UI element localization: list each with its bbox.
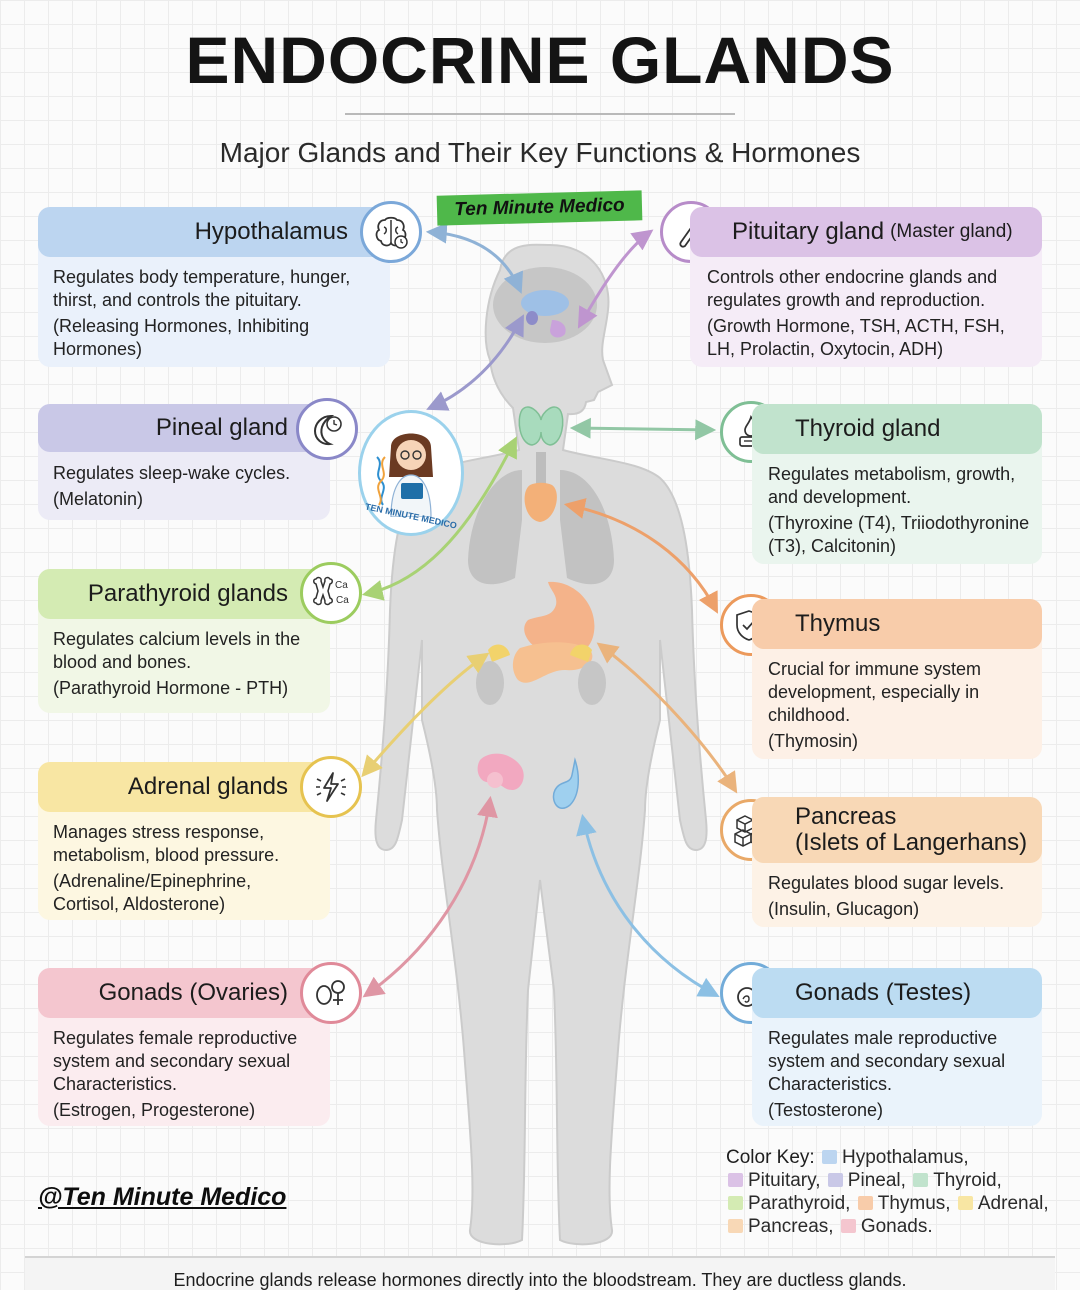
gland-function: Regulates sleep-wake cycles. [53,463,291,483]
color-swatch [827,1173,843,1187]
card-header: Pituitary gland(Master gland) [690,207,1042,257]
color-swatch [840,1219,856,1233]
page-subtitle: Major Glands and Their Key Functions & H… [219,137,861,168]
gland-name: Thyroid gland [795,415,941,442]
card-parathyroid: Parathyroid glands Regulates calcium lev… [38,569,330,713]
brand-logo: TEN MINUTE MEDICO [358,410,464,536]
color-swatch [857,1196,873,1210]
color-swatch [728,1196,743,1210]
watermark-handle: @Ten Minute Medico [38,1183,287,1211]
brand-badge: Ten Minute Medico [436,190,643,226]
gland-function: Regulates female reproductive system and… [53,1028,298,1094]
card-adrenal: Adrenal glands Manages stress response, … [38,762,330,920]
card-header: Gonads (Ovaries) [38,968,330,1018]
card-header: Pancreas (Islets of Langerhans) [752,797,1042,863]
gland-function: Regulates calcium levels in the blood an… [53,629,301,672]
page-title: ENDOCRINE GLANDS [185,23,895,97]
card-thymus: Thymus Crucial for immune system develop… [752,599,1042,759]
card-header: Pineal gland [38,404,330,452]
human-silhouette [374,243,708,1246]
gland-hormones: (Releasing Hormones, Inhibiting Hormones… [53,316,310,359]
color-key-item: Pancreas, [726,1216,834,1237]
gland-name: Gonads (Testes) [795,979,972,1006]
gland-hormones: (Thyroxine (T4), Triiodothyronine (T3), … [768,513,1030,556]
gland-function: Regulates male reproductive system and s… [768,1028,1006,1094]
svg-text:Ca: Ca [336,595,349,606]
card-gonads-ovaries: Gonads (Ovaries) Regulates female reprod… [38,968,330,1126]
color-key-item: Parathyroid, [726,1193,850,1214]
gland-hormones: (Estrogen, Progesterone) [53,1100,256,1120]
card-header: Thyroid gland [752,404,1042,454]
color-key-item: Pituitary, [726,1170,821,1191]
color-swatch [821,1150,837,1164]
gland-hormones: (Insulin, Glucagon) [768,899,920,919]
card-hypothalamus: Hypothalamus Regulates body temperature,… [38,207,390,367]
color-swatch [957,1196,973,1210]
card-header: Gonads (Testes) [752,968,1042,1018]
gland-name-line2: (Islets of Langerhans) [795,829,1028,856]
female-symbol-icon [300,962,362,1024]
gland-hormones: (Melatonin) [53,489,144,509]
gland-function: Manages stress response, metabolism, blo… [53,822,280,865]
card-header: Thymus [752,599,1042,649]
gland-hormones: (Thymosin) [768,731,859,751]
gland-name: Pineal gland [155,414,288,441]
card-header: Parathyroid glands [38,569,330,619]
color-key-item: Hypothalamus, [820,1147,969,1168]
gland-name: Thymus [795,610,881,637]
color-swatch [728,1173,743,1187]
gland-name: Hypothalamus [194,218,348,245]
gland-name: Gonads (Ovaries) [98,979,288,1006]
card-header: Hypothalamus [38,207,390,257]
color-key-item: Thymus, [856,1193,951,1214]
color-key-item: Gonads. [839,1216,933,1237]
title-divider [345,113,735,115]
color-key-label: Color Key: [726,1147,815,1168]
gland-hormones: (Adrenaline/Epinephrine, Cortisol, Aldos… [53,871,252,914]
gland-note: (Master gland) [890,221,1013,242]
color-swatch [728,1219,743,1233]
gland-name: Adrenal glands [127,773,288,800]
card-pancreas: Pancreas (Islets of Langerhans) Regulate… [752,797,1042,927]
color-swatch [913,1173,929,1187]
gland-name: Pancreas [795,803,897,830]
color-key-item: Pineal, [826,1170,906,1191]
color-key-item: Adrenal, [956,1193,1049,1214]
gland-name: Parathyroid glands [87,580,288,607]
card-pituitary: Pituitary gland(Master gland) Controls o… [690,207,1042,367]
moon-clock-icon [296,398,358,460]
gland-function: Regulates body temperature, hunger, thir… [53,267,351,310]
gland-hormones: (Growth Hormone, TSH, ACTH, FSH, LH, Pro… [707,316,1005,359]
gland-hormones: (Parathyroid Hormone - PTH) [53,678,289,698]
gland-hormones: (Testosterone) [768,1100,884,1120]
lightning-icon [300,756,362,818]
card-gonads-testes: Gonads (Testes) Regulates male reproduct… [752,968,1042,1126]
footer-note: Endocrine glands release hormones direct… [25,1256,1055,1290]
color-key: Color Key: Hypothalamus, Pituitary, Pine… [726,1146,1056,1238]
gland-function: Controls other endocrine glands and regu… [707,267,998,310]
gland-function: Crucial for immune system development, e… [768,659,982,725]
card-pineal: Pineal gland Regulates sleep-wake cycles… [38,404,330,520]
gland-name: Pituitary gland [732,218,885,245]
card-header: Adrenal glands [38,762,330,812]
svg-text:Ca: Ca [335,580,348,591]
color-key-item: Thyroid, [911,1170,1002,1191]
gland-function: Regulates blood sugar levels. [768,873,1005,893]
gland-function: Regulates metabolism, growth, and develo… [768,464,1016,507]
brain-icon [360,201,422,263]
card-thyroid: Thyroid gland Regulates metabolism, grow… [752,404,1042,564]
